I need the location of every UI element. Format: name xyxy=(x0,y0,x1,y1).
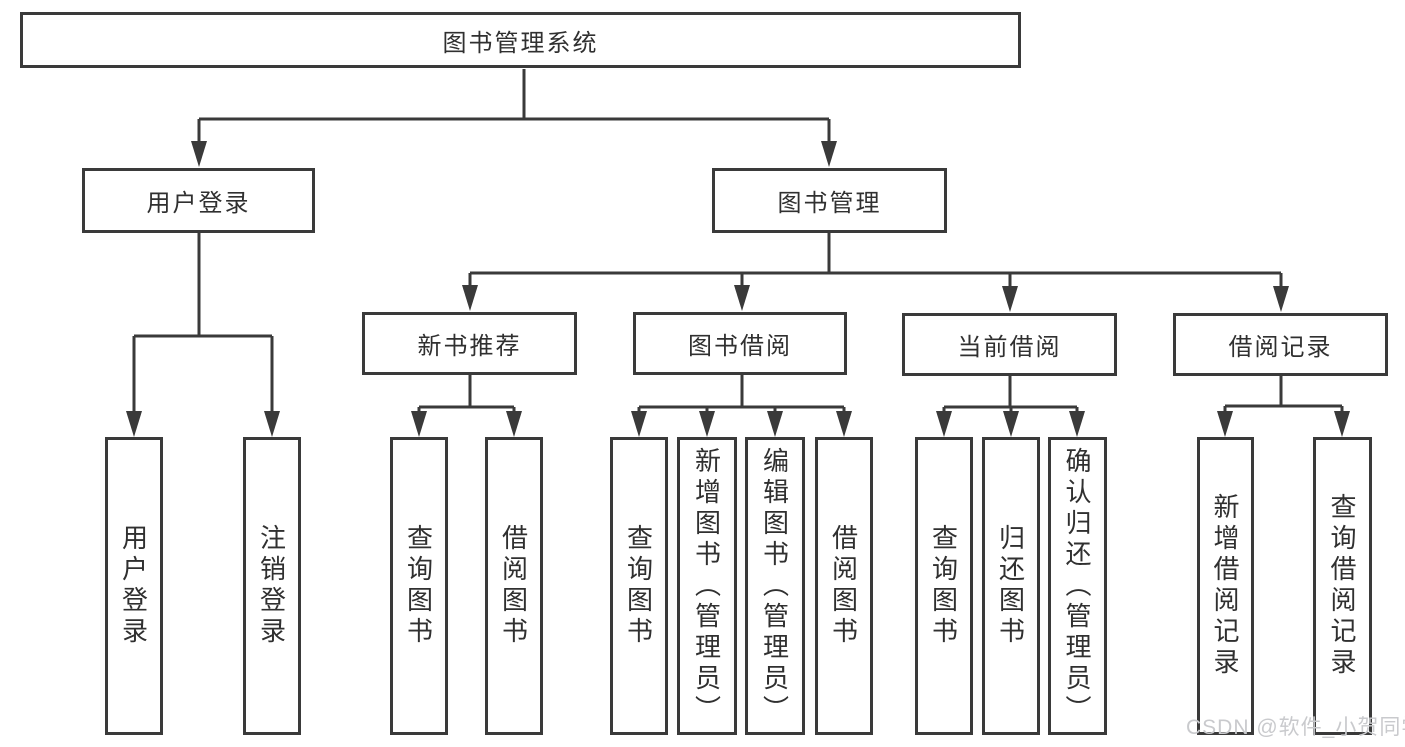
node-new-book-recommend: 新书推荐 xyxy=(362,312,577,375)
leaf-nb-query-books: 查询图书 xyxy=(390,437,448,735)
node-label: 新书推荐 xyxy=(417,333,522,360)
node-label: 图书管理系统 xyxy=(442,29,599,57)
leaf-br-query-record: 查询借阅记录 xyxy=(1313,437,1372,735)
node-label: 归还图书 xyxy=(995,524,1026,648)
node-label: 当前借阅 xyxy=(957,334,1062,361)
edge-current-borrow-to-leaves xyxy=(936,376,1085,437)
leaf-cb-query-books: 查询图书 xyxy=(915,437,973,735)
node-root: 图书管理系统 xyxy=(20,12,1021,68)
node-label: 编辑图书（管理员） xyxy=(759,446,790,726)
leaf-bb-add-book-admin: 新增图书（管理员） xyxy=(677,437,737,735)
node-label: 查询图书 xyxy=(928,524,959,648)
node-label: 确认归还（管理员） xyxy=(1062,446,1092,726)
node-user-login: 用户登录 xyxy=(82,168,315,233)
node-label: 图书借阅 xyxy=(688,333,792,360)
edge-root-to-level2 xyxy=(191,69,837,167)
watermark-text: CSDN @软件_小贺同学 xyxy=(1186,716,1405,739)
node-label: 借阅图书 xyxy=(498,524,529,648)
node-book-management: 图书管理 xyxy=(712,168,947,233)
node-borrow-records: 借阅记录 xyxy=(1173,313,1388,376)
edge-user-login-to-leaves xyxy=(126,233,280,437)
node-label: 图书管理 xyxy=(777,190,882,217)
leaf-cb-return-books: 归还图书 xyxy=(982,437,1040,735)
leaf-cb-confirm-return-admin: 确认归还（管理员） xyxy=(1048,437,1107,735)
leaf-bb-edit-book-admin: 编辑图书（管理员） xyxy=(745,437,805,735)
node-label: 查询图书 xyxy=(403,524,434,648)
edge-borrow-records-to-leaves xyxy=(1217,376,1350,437)
node-label: 新增借阅记录 xyxy=(1210,493,1240,679)
leaf-bb-query-books: 查询图书 xyxy=(610,437,668,735)
node-label: 用户登录 xyxy=(118,524,149,648)
leaf-user-login: 用户登录 xyxy=(105,437,163,735)
node-current-borrow: 当前借阅 xyxy=(902,313,1117,376)
leaf-br-add-record: 新增借阅记录 xyxy=(1197,437,1254,735)
leaf-bb-borrow-books: 借阅图书 xyxy=(815,437,873,735)
node-label: 新增图书（管理员） xyxy=(691,446,722,726)
node-label: 借阅记录 xyxy=(1228,334,1333,361)
node-label: 注销登录 xyxy=(256,524,287,648)
edge-book-management-to-level3 xyxy=(462,233,1289,312)
leaf-logout: 注销登录 xyxy=(243,437,301,735)
node-book-borrow: 图书借阅 xyxy=(633,312,847,375)
edge-new-book-recommend-to-leaves xyxy=(411,375,522,437)
edge-book-borrow-to-leaves xyxy=(631,375,852,437)
leaf-nb-borrow-books: 借阅图书 xyxy=(485,437,543,735)
node-label: 查询借阅记录 xyxy=(1327,493,1357,679)
node-label: 用户登录 xyxy=(146,190,251,217)
node-label: 查询图书 xyxy=(623,524,654,648)
node-label: 借阅图书 xyxy=(828,524,859,648)
